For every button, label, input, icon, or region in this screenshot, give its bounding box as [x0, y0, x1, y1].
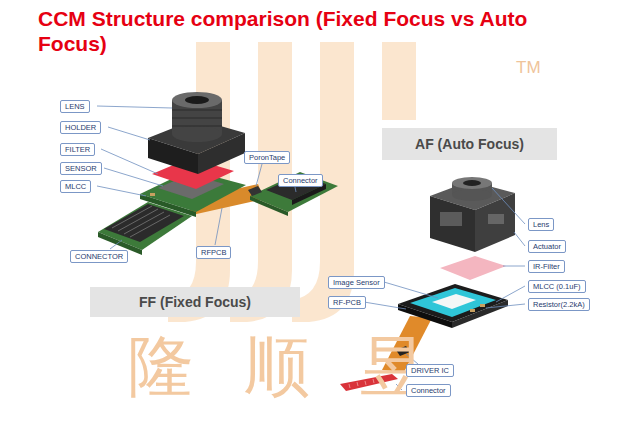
part-callout: CONNECTOR: [70, 250, 128, 263]
part-callout: RFPCB: [196, 246, 231, 259]
part-name: LENS: [65, 102, 85, 111]
part-name: Lens: [533, 220, 549, 229]
band-title: AF (Auto Focus): [415, 136, 524, 152]
part-name: MLCC (0.1uF): [533, 282, 581, 291]
part-name: RFPCB: [201, 248, 226, 257]
part-callout: Image Sensor: [328, 276, 385, 289]
part-name: DRIVER IC: [411, 366, 449, 375]
trademark-mark: TM: [516, 58, 541, 78]
part-callout: SENSOR: [60, 162, 102, 175]
part-callout: Connector: [278, 174, 323, 187]
part-name: MLCC: [65, 182, 86, 191]
part-name: Connector: [411, 386, 446, 395]
part-name: CONNECTOR: [75, 252, 123, 261]
part-name: IR-Filter: [533, 262, 560, 271]
part-callout: Actuator: [528, 240, 566, 253]
ff-module: [98, 92, 338, 255]
part-name: PoronTape: [249, 153, 285, 162]
part-callout: RF-PCB: [328, 296, 366, 309]
part-callout: MLCC: [60, 180, 91, 193]
part-callout: DRIVER IC: [406, 364, 454, 377]
module-type-band: AF (Auto Focus): [382, 128, 557, 160]
module-type-band: FF (Fixed Focus): [90, 287, 300, 317]
part-name: SENSOR: [65, 164, 97, 173]
part-callout: Resistor(2.2kA): [528, 298, 590, 311]
part-name: RF-PCB: [333, 298, 361, 307]
title: CCM Structure comparison (Fixed Focus vs…: [38, 6, 583, 56]
part-name: FILTER: [65, 145, 90, 154]
part-callout: FILTER: [60, 143, 95, 156]
part-callout: Connector: [406, 384, 451, 397]
band-title: FF (Fixed Focus): [139, 294, 251, 310]
part-name: Actuator: [533, 242, 561, 251]
part-name: Connector: [283, 176, 318, 185]
part-name: Resistor(2.2kA): [533, 300, 585, 309]
part-name: HOLDER: [65, 123, 96, 132]
part-callout: HOLDER: [60, 121, 101, 134]
part-callout: PoronTape: [244, 151, 290, 164]
part-name: Image Sensor: [333, 278, 380, 287]
part-callout: LENS: [60, 100, 90, 113]
part-callout: IR-Filter: [528, 260, 565, 273]
part-callout: Lens: [528, 218, 554, 231]
part-callout: MLCC (0.1uF): [528, 280, 586, 293]
